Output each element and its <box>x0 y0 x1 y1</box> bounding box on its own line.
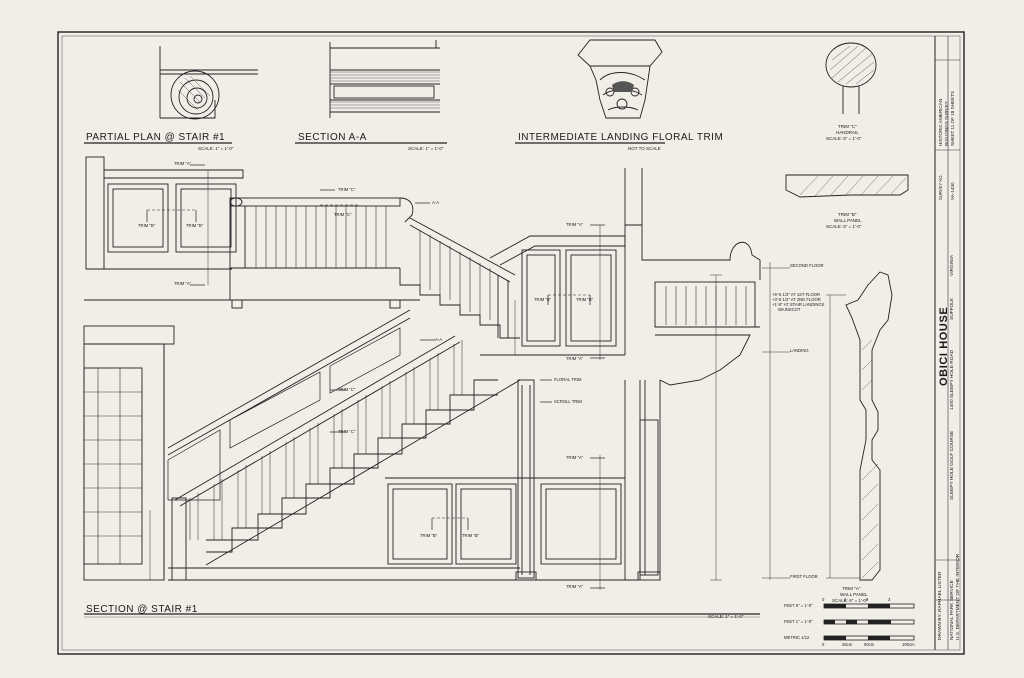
callout-trim-a: TRIM "A" <box>566 222 584 227</box>
level-landing: LANDING <box>790 348 809 353</box>
metric-tick: 100cm <box>902 642 915 647</box>
survey-line-1: HISTORIC AMERICAN <box>938 98 943 146</box>
metric-tick: 0 <box>822 642 825 647</box>
callout-trim-b: TRIM "B" <box>420 533 438 538</box>
agency-line-2: U.S. DEPARTMENT OF THE INTERIOR <box>956 553 961 640</box>
scale-metric: METRIC 1/12 <box>784 635 810 640</box>
callout-trim-c: TRIM "C" <box>338 429 356 434</box>
trim-b-scale: SCALE: 6" = 1'-0" <box>826 224 862 229</box>
callout-trim-b: TRIM "B" <box>186 223 204 228</box>
scale-tick: 3 <box>888 597 891 602</box>
section-aa-scale: SCALE: 1" = 1'-0" <box>408 146 444 151</box>
survey-line-2: BUILDINGS SURVEY <box>944 101 949 146</box>
survey-number-label: SURVEY NO. <box>938 174 943 200</box>
trim-c-scale: SCALE: 6" = 1'-0" <box>826 136 862 141</box>
scale-tick: 2 <box>866 597 869 602</box>
scale-tick: 0 <box>822 597 825 602</box>
callout-trim-b: TRIM "B" <box>138 223 156 228</box>
callout-trim-c: TRIM "C" <box>338 187 356 192</box>
metric-tick: 50cm <box>864 642 875 647</box>
callout-trim-a: TRIM "A" <box>566 455 584 460</box>
callout-trim-c: TRIM "C" <box>334 212 352 217</box>
trim-c-title: TRIM "C" <box>838 124 857 129</box>
callout-trim-a: TRIM "A" <box>566 584 584 589</box>
floral-trim-scale: NOT TO SCALE <box>628 146 661 151</box>
callout-trim-c: TRIM "C" <box>338 387 356 392</box>
drawn-by: DRAWN BY: RAPHAEL LISTER <box>938 571 943 640</box>
trim-b-title: TRIM "B" <box>838 212 857 217</box>
trim-a-title: TRIM "A" <box>842 586 861 591</box>
city: SUFFOLK <box>950 297 955 320</box>
metric-tick: 25cm <box>842 642 853 647</box>
partial-plan-scale: SCALE: 1" = 1'-0" <box>198 146 234 151</box>
callout-trim-b: TRIM "B" <box>462 533 480 538</box>
level-first-floor: FIRST FLOOR <box>790 574 818 579</box>
survey-number: VA-1430 <box>950 182 955 200</box>
section-stair-title: SECTION @ STAIR #1 <box>86 604 198 615</box>
agency-line-1: NATIONAL PARK SERVICE <box>950 580 955 640</box>
partial-plan-title: PARTIAL PLAN @ STAIR #1 <box>86 132 226 143</box>
state: VIRGINIA <box>950 254 955 276</box>
trim-a-sub: WALL PANEL <box>840 592 868 597</box>
callout-aa: A-A <box>435 337 442 342</box>
height-note-1: +5'-6 1/2" AT 1ST FLOOR <box>772 292 821 297</box>
level-second-floor: SECOND FLOOR <box>790 263 824 268</box>
scale-feet-2: FEET 1" = 1'-0" <box>784 619 813 624</box>
callout-floral-trim: FLORAL TRIM <box>554 377 582 382</box>
callout-trim-b: TRIM "B" <box>534 297 552 302</box>
callout-trim-a: TRIM "A" <box>174 161 192 166</box>
scale-feet-1: FEET 6" = 1'-0" <box>784 603 813 608</box>
sheet-number: SHEET 11 OF 18 SHEETS <box>950 91 955 146</box>
trim-a-scale: SCALE: 6" = 1'-0" <box>832 598 868 603</box>
scale-tick: 1 <box>844 597 847 602</box>
trim-c-sub: HANDRAIL <box>836 130 859 135</box>
callout-trim-a: TRIM "A" <box>566 356 584 361</box>
height-note-3: +1'-8" AT STAIR LANDINGS <box>772 302 825 307</box>
location-line-2: 1400 SLEEPY HOLE ROAD <box>950 349 955 410</box>
location-line-1: SLEEPY HOLE GOLF COURSE <box>950 430 955 500</box>
callout-aa: A-A <box>432 200 439 205</box>
callout-scroll-trim: SCROLL TRIM <box>554 399 582 404</box>
section-stair-scale: SCALE: 1" = 1'-0" <box>708 614 744 619</box>
section-aa-title: SECTION A-A <box>298 132 367 143</box>
callout-trim-a: TRIM "A" <box>174 281 192 286</box>
floral-trim-title: INTERMEDIATE LANDING FLORAL TRIM <box>518 132 724 143</box>
level-wainscot: WAINSCOT <box>778 307 801 312</box>
building-name: OBICI HOUSE <box>938 306 950 386</box>
trim-b-sub: WALL PANEL <box>834 218 862 223</box>
height-note-2: +3'-6 1/2" AT 2ND FLOOR <box>772 297 821 302</box>
callout-trim-b: TRIM "B" <box>576 297 594 302</box>
